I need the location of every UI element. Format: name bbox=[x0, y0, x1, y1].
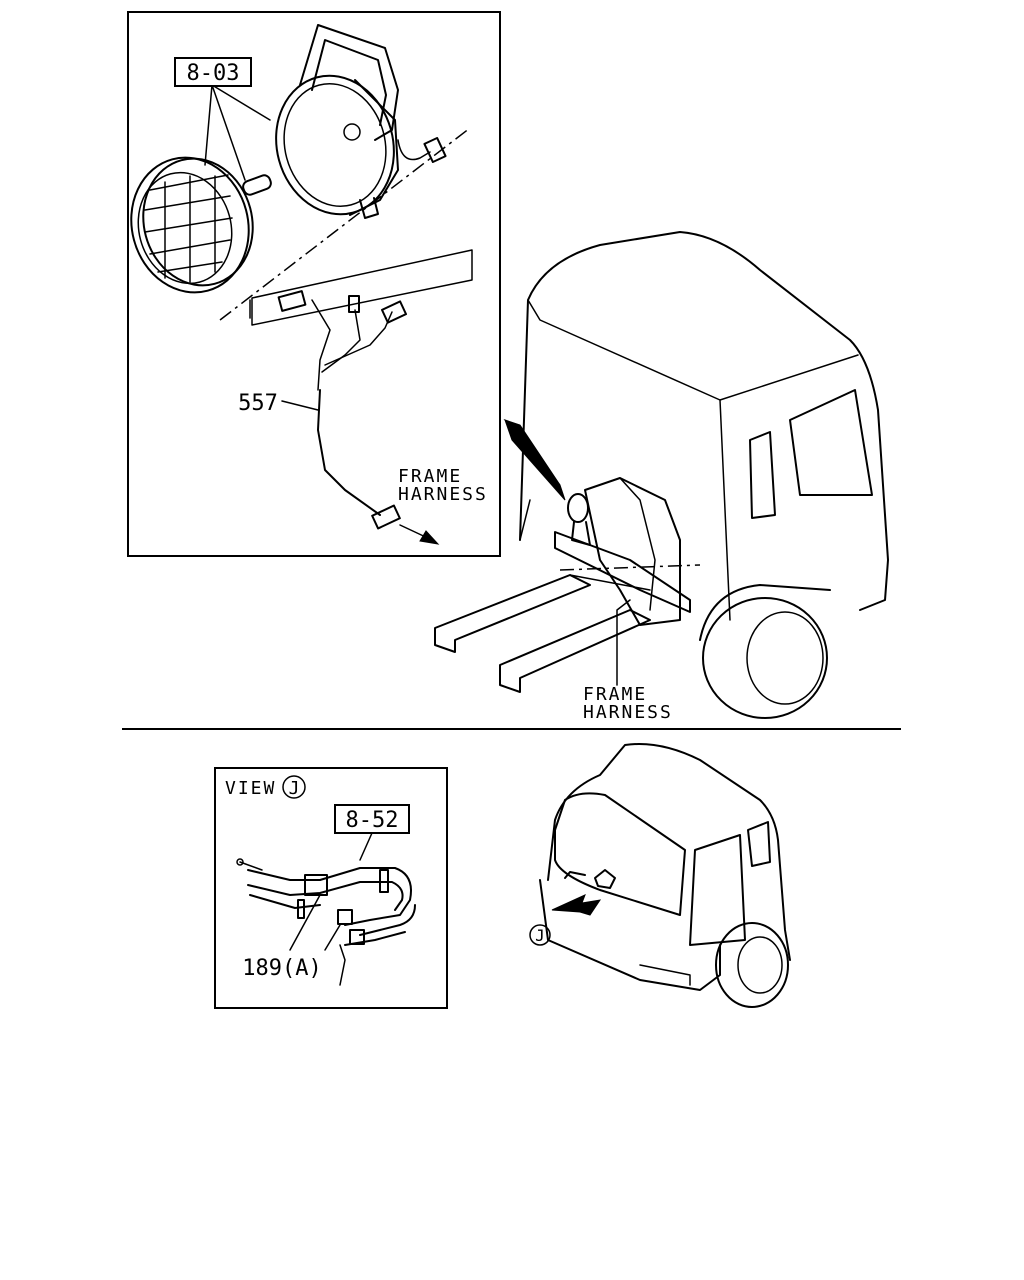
view-title: VIEW bbox=[225, 778, 276, 799]
lamp-lens-grille bbox=[130, 156, 254, 294]
work-lamp-housing bbox=[275, 24, 447, 219]
view-j-panel: VIEW J 8-52 189(A) bbox=[214, 767, 448, 1009]
frame-harness-label-4: HARNESS bbox=[583, 702, 673, 723]
lamp-bulb bbox=[242, 174, 272, 196]
lamp-ref-text: 8-03 bbox=[187, 61, 240, 86]
truck-rear-view bbox=[434, 231, 889, 719]
harness-ref-text: 557 bbox=[238, 391, 278, 416]
view-marker-circle bbox=[282, 775, 306, 799]
lamp-ref-label: 8-03 bbox=[174, 57, 252, 87]
view-marker-text: J bbox=[289, 778, 300, 799]
cab-front-view bbox=[529, 743, 791, 1008]
frame-harness-label-1: FRAME bbox=[398, 466, 462, 487]
cab-view-marker-text: J bbox=[535, 926, 545, 945]
frame-harness-label-2: HARNESS bbox=[398, 484, 488, 505]
wire-harness-557 bbox=[251, 249, 473, 545]
clip-ref-text: 189(A) bbox=[242, 956, 321, 981]
lamp-detail-panel: 8-03 557 FRAME HARNESS bbox=[127, 11, 501, 557]
pipe-ref-text: 8-52 bbox=[346, 808, 399, 833]
hydraulic-pipes bbox=[236, 858, 416, 986]
frame-harness-label-3: FRAME bbox=[583, 684, 647, 705]
